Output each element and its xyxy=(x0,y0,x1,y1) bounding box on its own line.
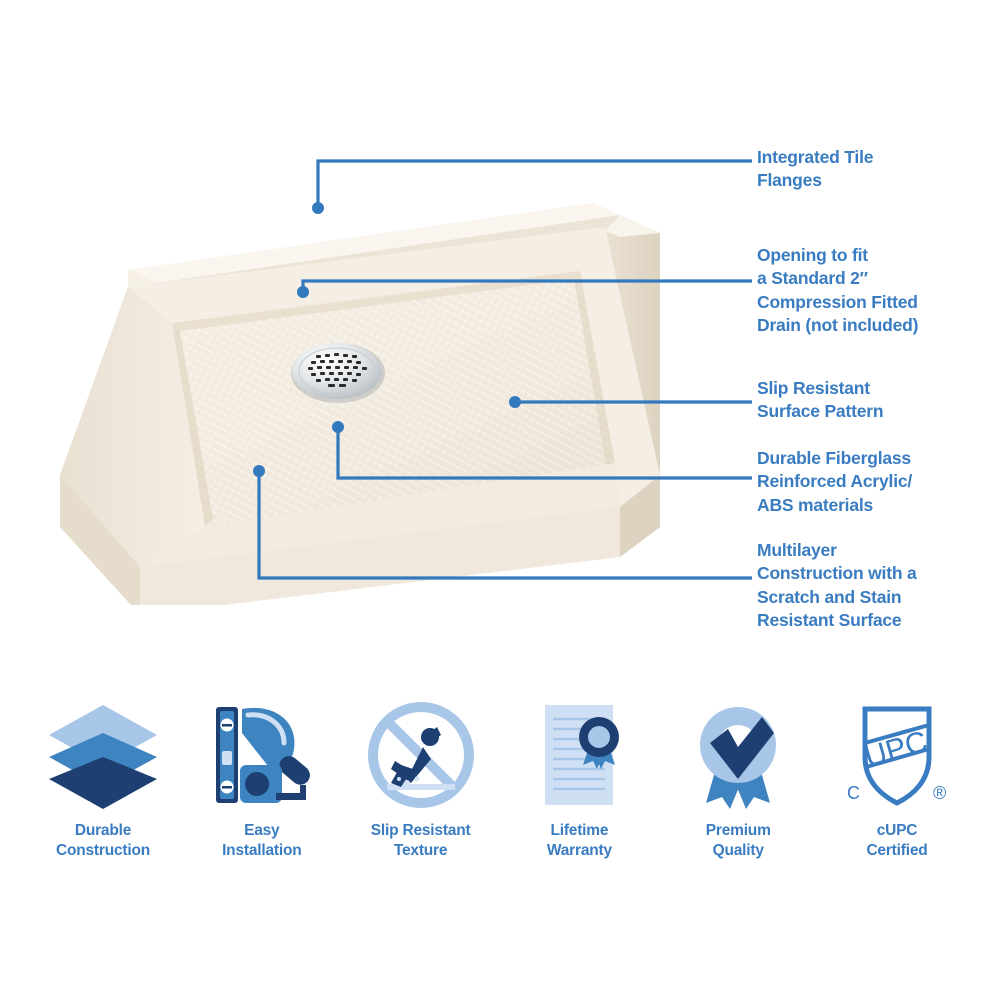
feature-cupc-certified: UPC C ® cUPC Certified xyxy=(822,695,972,861)
feature-slip-resistant: Slip Resistant Texture xyxy=(346,695,496,861)
feature-lifetime-warranty: Lifetime Warranty xyxy=(504,695,654,861)
drain-assembly xyxy=(291,343,385,403)
drain-slots xyxy=(308,353,367,387)
callout-label-durable-materials: Durable Fiberglass Reinforced Acrylic/ A… xyxy=(757,448,913,515)
callout-lines xyxy=(253,159,752,580)
feature-label: Slip Resistant Texture xyxy=(370,822,471,860)
certificate-icon xyxy=(519,695,639,815)
feature-label: cUPC Certified xyxy=(866,822,928,860)
feature-label: Durable Construction xyxy=(55,822,151,860)
leader-materials xyxy=(336,427,752,480)
upc-prefix-text: C xyxy=(847,783,860,803)
upc-shield-icon: UPC C ® xyxy=(837,695,957,815)
rear-flange-top xyxy=(128,203,620,283)
leader-drain xyxy=(301,279,752,292)
feature-durable-construction: Durable Construction xyxy=(28,695,178,861)
leader-multilayer xyxy=(257,471,752,580)
upc-registered-text: ® xyxy=(933,783,946,803)
callout-label-slip-resistant-surface: Slip Resistant Surface Pattern xyxy=(757,378,884,422)
feature-easy-installation: Easy Installation xyxy=(187,695,337,861)
leader-tile-flanges xyxy=(316,159,752,208)
award-check-icon xyxy=(678,695,798,815)
tools-icon xyxy=(202,695,322,815)
feature-premium-quality: Premium Quality xyxy=(663,695,813,861)
slip-resistant-texture xyxy=(172,271,615,527)
no-slip-icon xyxy=(361,695,481,815)
product-illustration xyxy=(20,175,720,605)
layers-icon xyxy=(43,695,163,815)
feature-label: Premium Quality xyxy=(705,822,771,860)
callout-label-multilayer-construction: Multilayer Construction with a Scratch a… xyxy=(757,540,917,630)
callout-label-integrated-tile-flanges: Integrated Tile Flanges xyxy=(757,147,874,191)
feature-label: Lifetime Warranty xyxy=(546,822,612,860)
feature-label: Easy Installation xyxy=(222,822,302,860)
feature-row: Durable Construction xyxy=(0,695,1000,895)
callout-label-drain-opening: Opening to fit a Standard 2″ Compression… xyxy=(757,245,919,335)
